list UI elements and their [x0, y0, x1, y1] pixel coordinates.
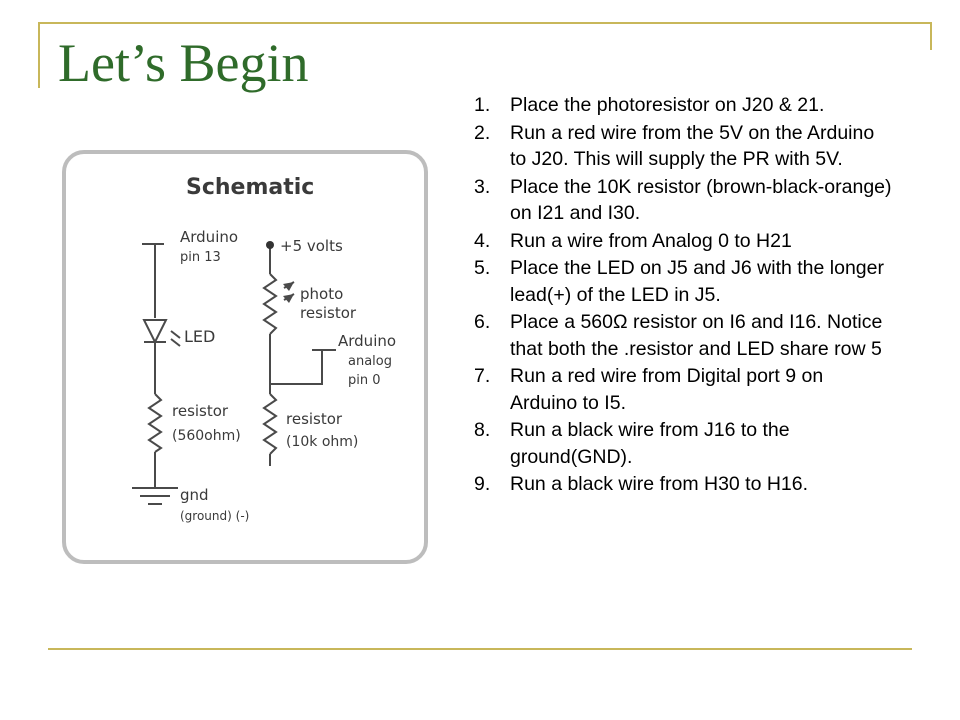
label-photo: photo — [300, 285, 343, 303]
instruction-item: 8. Run a black wire from J16 to the groun… — [472, 417, 892, 470]
instruction-item: 2. Run a red wire from the 5V on the Ardu… — [472, 120, 892, 173]
label-gnd: gnd — [180, 486, 209, 504]
instruction-number: 1. — [474, 94, 491, 116]
label-photo-resistor: resistor — [300, 304, 357, 322]
label-led: LED — [184, 327, 215, 346]
instruction-item: 4. Run a wire from Analog 0 to H21 — [472, 228, 892, 255]
label-10kohm: (10k ohm) — [286, 434, 358, 450]
photo-arrow-1 — [283, 282, 294, 291]
resistor-10k-symbol — [262, 393, 278, 455]
instruction-text: Run a red wire from Digital port 9 on Ar… — [510, 365, 824, 414]
photo-arrow-2 — [283, 294, 294, 303]
label-arduino-analog: Arduino — [338, 332, 396, 350]
label-resistor-560: resistor — [172, 402, 229, 420]
label-analog: analog — [348, 354, 392, 369]
bottom-rule — [48, 648, 912, 650]
label-pin13: pin 13 — [180, 250, 221, 265]
instruction-item: 3. Place the 10K resistor (brown-black-or… — [472, 174, 892, 227]
instruction-text: Place the 10K resistor (brown-black-oran… — [510, 175, 892, 225]
instruction-number: 3. — [474, 175, 491, 198]
instruction-text: Run a black wire from H30 to H16. — [510, 473, 809, 495]
label-ground: (ground) (-) — [180, 509, 249, 523]
instruction-number: 7. — [474, 365, 491, 387]
instruction-number: 6. — [474, 311, 491, 333]
instruction-text: Run a black wire from J16 to the ground(… — [510, 419, 790, 468]
instruction-item: 6. Place a 560Ω resistor on I6 and I16. N… — [472, 309, 892, 362]
instruction-item: 1. Place the photoresistor on J20 & 21. — [472, 92, 892, 119]
plus5-node — [266, 241, 274, 249]
instruction-number: 8. — [474, 419, 491, 441]
left-rule — [38, 22, 40, 88]
slide-title: Let’s Begin — [58, 33, 309, 93]
instruction-text: Place the LED on J5 and J6 with the long… — [510, 257, 884, 306]
right-rule — [930, 22, 932, 50]
instruction-list: 1. Place the photoresistor on J20 & 21. 2.… — [472, 92, 892, 499]
schematic-heading: Schematic — [186, 175, 314, 200]
resistor-560-symbol — [147, 393, 163, 453]
analog-tap-wire — [270, 350, 323, 385]
instruction-number: 5. — [474, 257, 491, 279]
instruction-text: Run a red wire from the 5V on the Arduin… — [510, 121, 875, 171]
label-resistor-10k: resistor — [286, 410, 343, 428]
instruction-text: Place the photoresistor on J20 & 21. — [510, 94, 825, 116]
label-plus5: +5 volts — [280, 237, 343, 255]
schematic-image: Schematic Arduino pin 13 +5 volts LED ph… — [62, 150, 428, 564]
led-ray-1 — [170, 330, 181, 339]
led-symbol — [142, 319, 168, 345]
instruction-item: 9. Run a black wire from H30 to H16. — [472, 471, 892, 498]
instruction-number: 4. — [474, 229, 491, 252]
instruction-text: Run a wire from Analog 0 to H21 — [510, 229, 792, 252]
led-ray-2 — [170, 338, 181, 347]
top-rule — [40, 22, 932, 24]
label-pin0: pin 0 — [348, 373, 381, 388]
instruction-text: Place a 560Ω resistor on I6 and I16. Not… — [510, 311, 883, 360]
instruction-item: 7. Run a red wire from Digital port 9 on … — [472, 363, 892, 416]
label-560ohm: (560ohm) — [172, 428, 241, 444]
instruction-number: 9. — [474, 473, 491, 495]
instruction-item: 5. Place the LED on J5 and J6 with the lo… — [472, 255, 892, 308]
photoresistor-symbol — [262, 273, 278, 335]
instruction-number: 2. — [474, 121, 491, 144]
label-arduino-pin13: Arduino — [180, 228, 238, 246]
